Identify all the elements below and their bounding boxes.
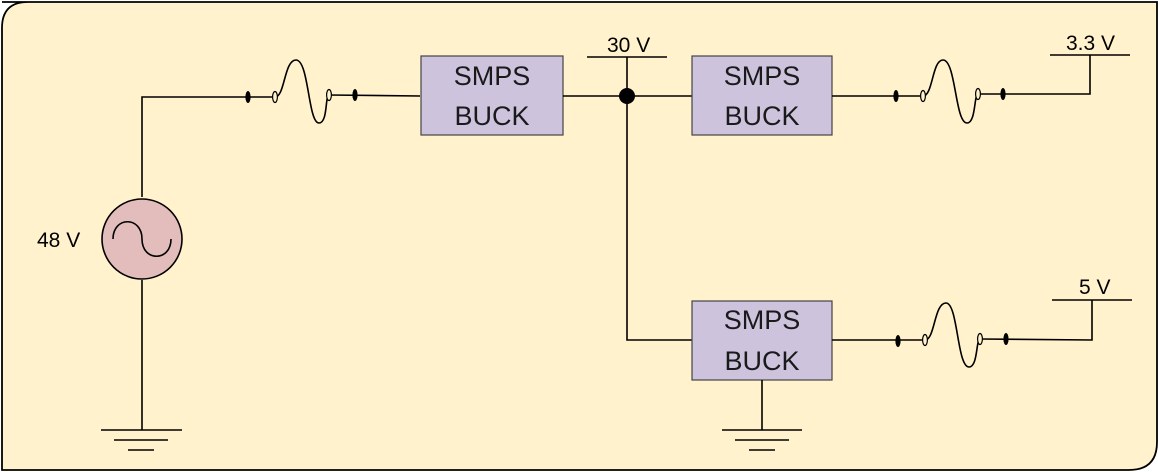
ground-icon xyxy=(101,429,182,451)
source-voltage-label: 48 V xyxy=(37,229,80,252)
smps-buck-converter-1: SMPS BUCK xyxy=(420,55,564,136)
converter-1-line1: SMPS xyxy=(454,61,531,91)
converter-2-line2: BUCK xyxy=(724,101,799,131)
bus-branch-wire xyxy=(626,96,692,341)
fuse-icon xyxy=(832,300,1093,368)
fuse-icon xyxy=(245,59,421,124)
rail-30v-label: 30 V xyxy=(607,34,650,57)
smps-buck-converter-2: SMPS BUCK xyxy=(691,55,833,136)
converter-1-line2: BUCK xyxy=(454,101,529,131)
fuse-icon xyxy=(832,55,1091,124)
converter-3-line2: BUCK xyxy=(724,346,799,376)
converter-3-line1: SMPS xyxy=(724,305,801,335)
rail-5v-label: 5 V xyxy=(1079,276,1111,299)
smps-buck-converter-3: SMPS BUCK xyxy=(691,300,833,381)
ac-voltage-source-icon xyxy=(101,198,183,280)
converter-2-line1: SMPS xyxy=(724,61,801,91)
ground-icon xyxy=(722,429,802,451)
source-upper-wire xyxy=(141,96,248,197)
junction-dot-icon xyxy=(619,88,635,104)
rail-3v3-label: 3.3 V xyxy=(1066,32,1115,55)
